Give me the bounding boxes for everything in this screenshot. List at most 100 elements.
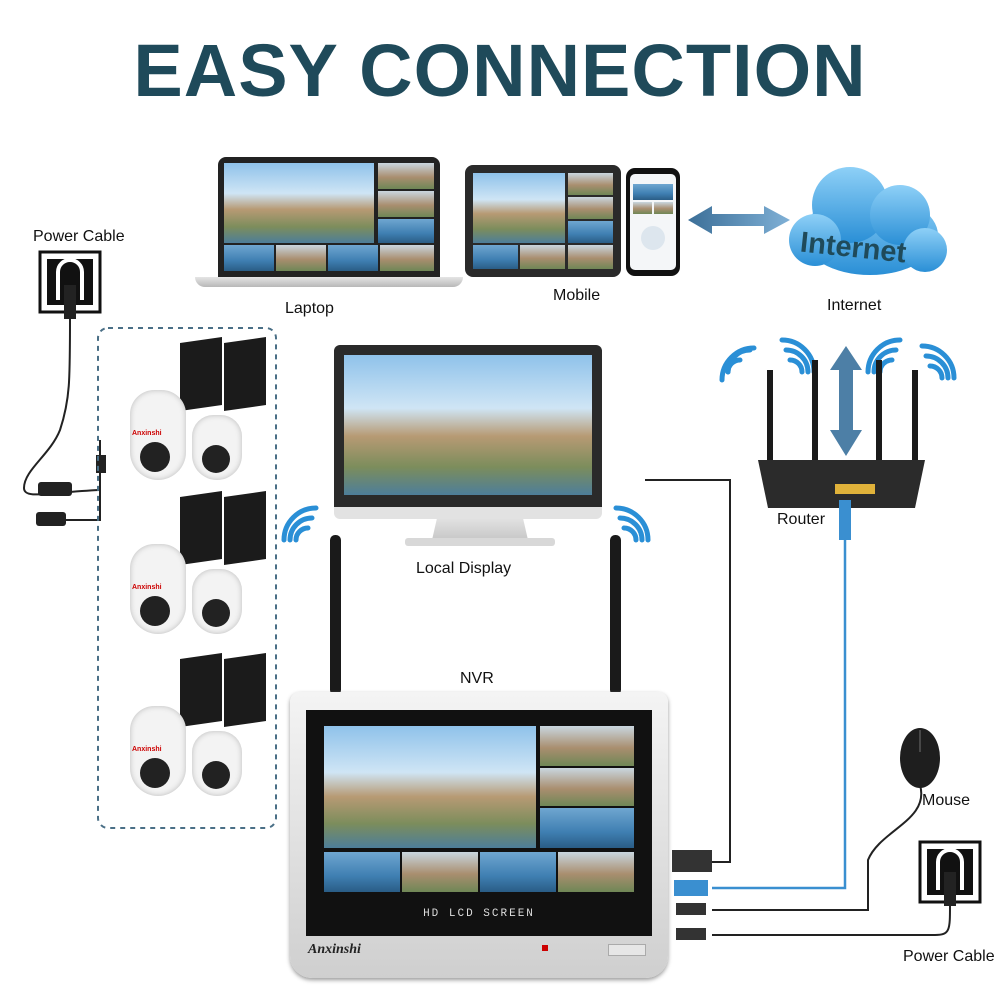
double-arrow-vertical [830, 346, 862, 456]
double-arrow-horizontal [688, 206, 790, 234]
solar-panel [180, 337, 222, 411]
power-cable-bottom-line [712, 904, 951, 936]
tablet-main-view [473, 173, 565, 243]
laptop-label: Laptop [285, 300, 334, 317]
camera-lens [202, 445, 230, 473]
wifi-icon [719, 345, 757, 383]
solar-panel [180, 653, 222, 727]
nvr-main-view [324, 726, 536, 848]
network-cable [712, 538, 847, 890]
nvr-screen: HD LCD SCREEN [306, 710, 652, 936]
camera-lens [140, 758, 170, 788]
tablet-thumb [520, 245, 565, 269]
camera-body [130, 390, 186, 480]
nvr-antenna-right [610, 535, 621, 695]
nvr-thumb [540, 808, 634, 848]
tablet-thumb [568, 197, 613, 219]
camera-lens [202, 599, 230, 627]
camera-body [192, 569, 242, 634]
solar-panel [224, 653, 266, 727]
camera-lens [140, 596, 170, 626]
dc-jack-bottom [36, 512, 66, 526]
camera-lens [202, 761, 230, 789]
nvr-thumb [540, 768, 634, 806]
nvr-brand: Anxinshi [308, 942, 361, 957]
laptop-screen [218, 157, 440, 277]
laptop-main-view [224, 163, 374, 243]
power-cable-label-top: Power Cable [33, 228, 125, 245]
nvr-label: NVR [460, 670, 494, 687]
solar-panel [224, 337, 266, 411]
laptop-thumb [378, 163, 434, 189]
router-device [758, 360, 925, 540]
phone-ptz-control [641, 226, 665, 250]
camera-brand: Anxinshi [132, 430, 162, 437]
cloud-icon [789, 167, 947, 275]
laptop-thumb [380, 245, 434, 271]
wifi-icon [779, 337, 817, 375]
mouse-icon [900, 728, 940, 788]
monitor-screen [344, 355, 592, 495]
mouse-label: Mouse [922, 792, 971, 809]
wifi-icon [865, 337, 903, 375]
power-cable-top-line [22, 317, 101, 496]
nvr-thumb [480, 852, 556, 892]
camera-body [192, 731, 242, 796]
tablet-thumb [473, 245, 518, 269]
camera-body [130, 544, 186, 634]
internet-label: Internet [827, 297, 882, 314]
tablet-thumb [568, 221, 613, 243]
dc-plug [676, 928, 706, 940]
power-cable-label-bottom: Power Cable [903, 948, 995, 965]
camera-body [192, 415, 242, 480]
nvr-thumb [558, 852, 634, 892]
tablet-device [465, 165, 621, 277]
laptop-thumb [378, 219, 434, 243]
usb-plug [676, 903, 706, 915]
laptop-base [195, 277, 463, 287]
dc-jack-top [38, 482, 72, 496]
router-label: Router [777, 511, 826, 528]
camera-brand: Anxinshi [132, 584, 162, 591]
mobile-label: Mobile [553, 287, 601, 304]
camera-group-box [97, 327, 277, 829]
tablet-thumb [568, 173, 613, 195]
power-outlet-bottom [918, 840, 982, 906]
hdmi-cable [645, 479, 731, 863]
laptop-thumb [378, 191, 434, 217]
camera-unit: Anxinshi [108, 491, 270, 634]
nvr-thumb [576, 726, 634, 766]
nvr-device: HD LCD SCREEN Anxinshi [290, 692, 668, 978]
page-title: EASY CONNECTION [133, 29, 867, 112]
hdmi-plug [672, 850, 712, 872]
mouse-cable [712, 784, 923, 911]
camera-unit: Anxinshi [108, 653, 270, 796]
power-cable-top-line-2 [48, 440, 101, 521]
camera-lens [140, 442, 170, 472]
nvr-screen-caption: HD LCD SCREEN [423, 908, 535, 920]
local-display-monitor [334, 345, 602, 519]
camera-unit: Anxinshi [108, 337, 270, 480]
nvr-thumb [324, 852, 400, 892]
rj45-plug [674, 880, 708, 896]
power-outlet-top [38, 250, 102, 319]
laptop-thumb [328, 245, 378, 271]
laptop-thumb [276, 245, 326, 271]
wifi-icon [919, 343, 957, 381]
solar-panel [224, 491, 266, 565]
cable-splitter [96, 455, 106, 473]
nvr-antenna-left [330, 535, 341, 695]
local-display-label: Local Display [416, 560, 512, 577]
nvr-front-button[interactable] [608, 944, 646, 956]
power-led [542, 945, 548, 951]
nvr-thumb [402, 852, 478, 892]
tablet-thumb [568, 245, 613, 269]
solar-panel [180, 491, 222, 565]
laptop-thumb [224, 245, 274, 271]
phone-device [626, 168, 680, 276]
phone-screen [630, 174, 676, 270]
camera-body [130, 706, 186, 796]
wifi-icon [281, 505, 319, 543]
camera-brand: Anxinshi [132, 746, 162, 753]
